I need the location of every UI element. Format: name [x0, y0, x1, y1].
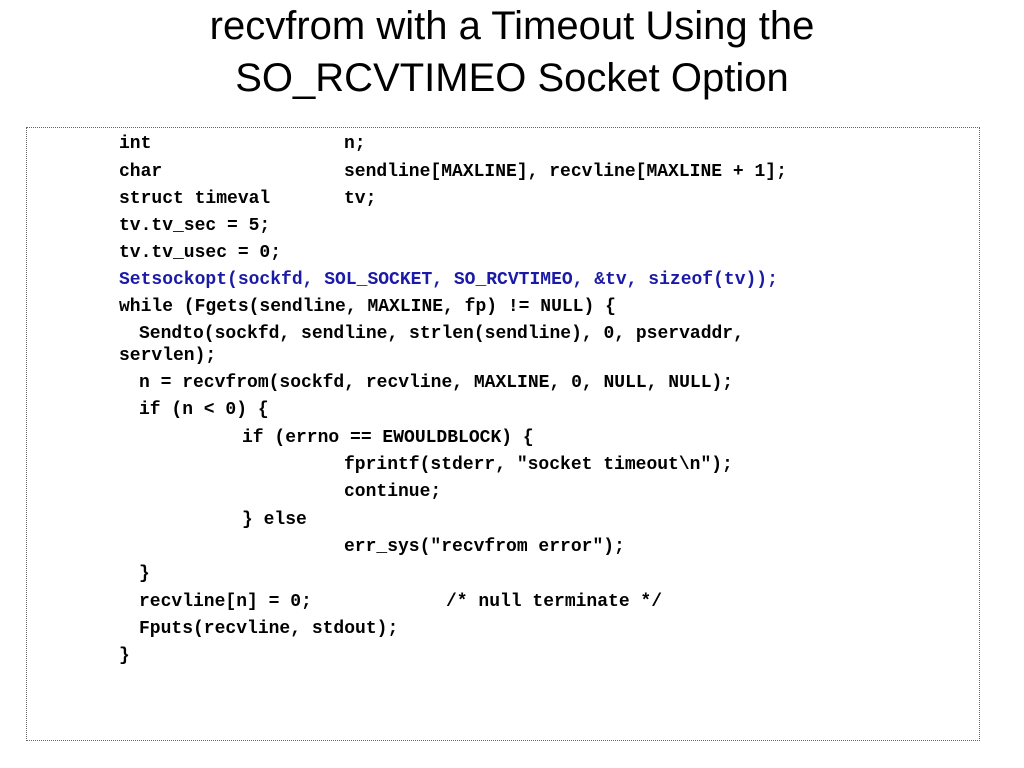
code-segment: if (errno == EWOULDBLOCK) { [242, 428, 534, 448]
code-segment: err_sys("recvfrom error"); [344, 537, 625, 557]
code-segment: int [119, 134, 152, 154]
code-segment: sendline[MAXLINE], recvline[MAXLINE + 1]… [344, 162, 787, 182]
code-line: n = recvfrom(sockfd, recvline, MAXLINE, … [27, 372, 977, 399]
code-line: struct timeval tv; [27, 188, 977, 215]
code-segment: servlen); [119, 346, 217, 366]
code-line: if (errno == EWOULDBLOCK) { [27, 427, 977, 454]
code-segment: if (n < 0) { [139, 400, 269, 420]
code-segment: recvline[n] = 0; [139, 592, 312, 612]
code-line: continue; [27, 481, 977, 508]
code-segment: } [119, 646, 130, 666]
code-segment: } [139, 564, 150, 584]
code-segment: Fputs(recvline, stdout); [139, 619, 399, 639]
code-line: fprintf(stderr, "socket timeout\n"); [27, 454, 977, 481]
code-line: servlen); [27, 345, 977, 372]
code-segment: Setsockopt(sockfd, SOL_SOCKET, SO_RCVTIM… [119, 270, 778, 290]
code-segment: n = recvfrom(sockfd, recvline, MAXLINE, … [139, 373, 734, 393]
code-line: if (n < 0) { [27, 399, 977, 426]
slide-title-line-2: SO_RCVTIMEO Socket Option [235, 56, 789, 100]
code-segment: char [119, 162, 163, 182]
code-segment: tv.tv_usec = 0; [119, 243, 282, 263]
code-line: } else [27, 509, 977, 536]
code-line: char sendline[MAXLINE], recvline[MAXLINE … [27, 161, 977, 188]
code-segment: continue; [344, 482, 442, 502]
code-line: int n; [27, 133, 977, 160]
slide-title-line-1: recvfrom with a Timeout Using the [209, 4, 815, 48]
code-segment: tv; [344, 189, 377, 209]
code-line: err_sys("recvfrom error"); [27, 536, 977, 563]
code-line: } [27, 645, 977, 672]
code-segment: struct timeval [119, 189, 271, 209]
code-segment: while (Fgets(sendline, MAXLINE, fp) != N… [119, 297, 616, 317]
code-line: Sendto(sockfd, sendline, strlen(sendline… [27, 323, 977, 350]
code-line: Setsockopt(sockfd, SOL_SOCKET, SO_RCVTIM… [27, 269, 977, 296]
code-segment: Sendto(sockfd, sendline, strlen(sendline… [139, 324, 744, 344]
slide-title: recvfrom with a Timeout Using the SO_RCV… [0, 0, 1024, 104]
code-listing: int n; char sendline[MAXLINE], recvline[MAX… [26, 127, 980, 741]
code-segment: tv.tv_sec = 5; [119, 216, 271, 236]
code-line: recvline[n] = 0; /* null terminate */ [27, 591, 977, 618]
code-segment: /* null terminate */ [446, 592, 663, 612]
code-line: while (Fgets(sendline, MAXLINE, fp) != N… [27, 296, 977, 323]
code-line: } [27, 563, 977, 590]
code-segment: } else [242, 510, 307, 530]
code-line: Fputs(recvline, stdout); [27, 618, 977, 645]
code-segment: fprintf(stderr, "socket timeout\n"); [344, 455, 733, 475]
code-line: tv.tv_sec = 5; [27, 215, 977, 242]
code-line: tv.tv_usec = 0; [27, 242, 977, 269]
code-segment: n; [344, 134, 366, 154]
